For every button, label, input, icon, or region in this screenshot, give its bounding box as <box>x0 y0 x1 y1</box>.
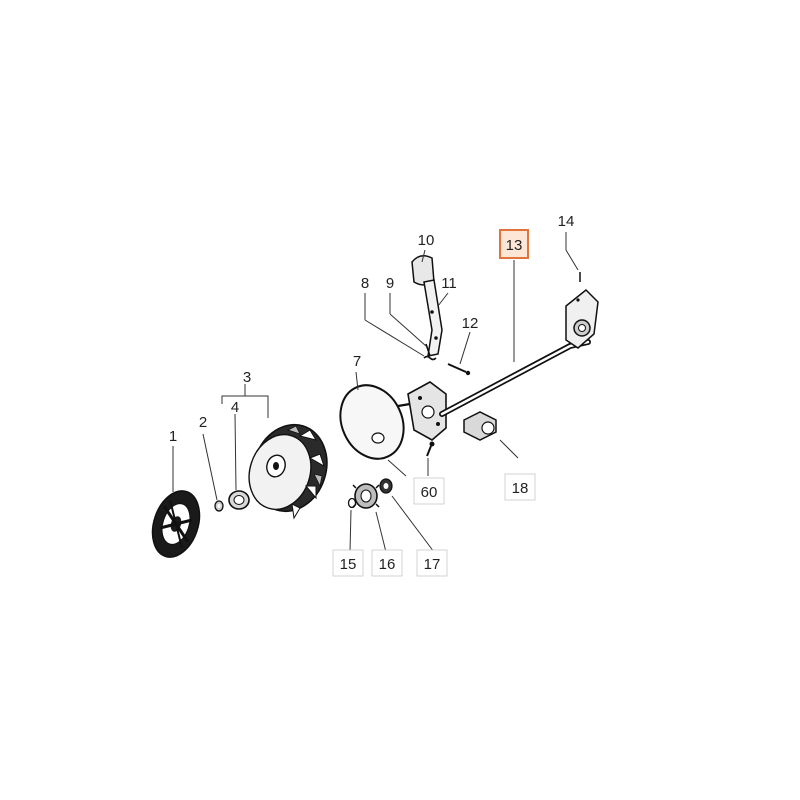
callout-9[interactable]: 9 <box>386 275 394 292</box>
svg-text:60: 60 <box>421 484 438 501</box>
callout-16[interactable]: 16 <box>371 549 403 577</box>
callout-8[interactable]: 8 <box>361 275 369 292</box>
svg-text:2: 2 <box>199 414 207 431</box>
callout-13-highlighted[interactable]: 13 <box>499 229 529 259</box>
part-2-washer[interactable] <box>214 500 224 512</box>
gearbox-bracket[interactable] <box>397 381 447 441</box>
part-8-spring[interactable] <box>423 355 437 361</box>
part-60-screw[interactable] <box>426 441 435 457</box>
svg-text:15: 15 <box>340 556 357 573</box>
callout-60[interactable]: 60 <box>413 477 445 505</box>
part-1-hub-cap[interactable] <box>145 485 208 563</box>
part-17-pinion[interactable] <box>379 478 393 494</box>
part-14-bracket[interactable] <box>565 272 599 349</box>
svg-text:14: 14 <box>558 213 575 230</box>
svg-text:3: 3 <box>243 369 251 386</box>
part-7-disc[interactable] <box>329 375 415 469</box>
part-18-knob[interactable] <box>463 411 497 441</box>
svg-text:13: 13 <box>506 237 523 254</box>
svg-text:11: 11 <box>441 275 457 292</box>
callout-2[interactable]: 2 <box>199 414 207 431</box>
callout-14[interactable]: 14 <box>558 213 575 230</box>
svg-text:8: 8 <box>361 275 369 292</box>
svg-text:1: 1 <box>169 428 177 445</box>
part-12-bolt[interactable] <box>447 363 471 376</box>
svg-text:12: 12 <box>462 315 479 332</box>
callout-7[interactable]: 7 <box>353 353 361 370</box>
part-3-wheel[interactable] <box>240 415 338 521</box>
callout-3[interactable]: 3 <box>243 369 251 386</box>
leader-lines <box>172 232 579 553</box>
part-4-bearing[interactable] <box>228 490 250 510</box>
callout-1[interactable]: 1 <box>169 428 177 445</box>
callout-labels: 1 2 3 4 7 8 9 10 11 12 13 <box>169 213 575 577</box>
part-16-gear[interactable] <box>352 483 380 509</box>
svg-text:17: 17 <box>424 556 441 573</box>
svg-text:4: 4 <box>231 399 239 416</box>
callout-17[interactable]: 17 <box>416 549 448 577</box>
svg-text:16: 16 <box>379 556 396 573</box>
part-11-lever[interactable] <box>423 279 443 357</box>
svg-text:18: 18 <box>512 480 529 497</box>
callout-10[interactable]: 10 <box>418 232 435 249</box>
callout-18[interactable]: 18 <box>504 473 536 501</box>
callout-12[interactable]: 12 <box>462 315 479 332</box>
part-9-pin[interactable] <box>425 343 431 357</box>
callout-4[interactable]: 4 <box>231 399 239 416</box>
callout-11[interactable]: 11 <box>441 275 457 292</box>
svg-text:10: 10 <box>418 232 435 249</box>
svg-text:7: 7 <box>353 353 361 370</box>
callout-15[interactable]: 15 <box>332 549 364 577</box>
svg-text:9: 9 <box>386 275 394 292</box>
